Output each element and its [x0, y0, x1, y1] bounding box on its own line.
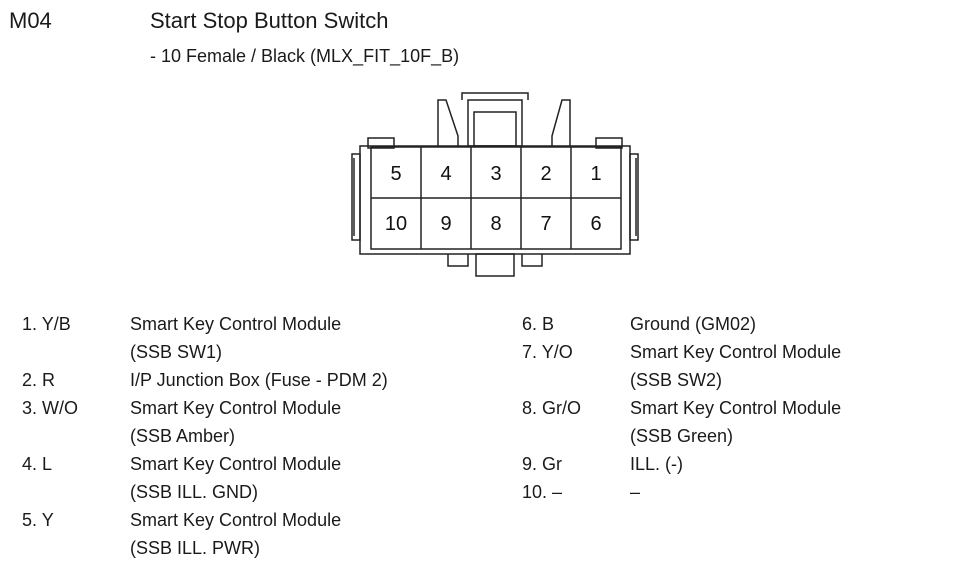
connector-code: M04	[9, 8, 52, 33]
pin-row: 10. – –	[522, 478, 841, 506]
connector-outline	[351, 92, 639, 277]
pin-label: 5	[390, 163, 401, 185]
pin-row: 4. L Smart Key Control Module (SSB ILL. …	[22, 450, 388, 506]
pin-row: 6. B Ground (GM02)	[522, 310, 841, 338]
pin-description: Smart Key Control Module (SSB Green)	[630, 398, 842, 446]
pin-id: 4. L	[22, 454, 53, 474]
pin-list-right: 6. B Ground (GM02) 7. Y/O Smart Key Cont…	[522, 310, 841, 506]
pin-label: 9	[440, 213, 451, 235]
pin-description: Smart Key Control Module (SSB SW1)	[130, 314, 342, 362]
pin-row: 5. Y Smart Key Control Module (SSB ILL. …	[22, 506, 388, 562]
pin-row: 8. Gr/O Smart Key Control Module (SSB Gr…	[522, 394, 841, 450]
pin-grid-bottom: 10 9 8 7 6	[385, 213, 602, 235]
pin-id: 9. Gr	[522, 454, 563, 474]
pin-description: Smart Key Control Module (SSB ILL. GND)	[130, 454, 342, 502]
pin-grid-top: 5 4 3 2 1	[390, 163, 601, 185]
pin-description: Smart Key Control Module (SSB SW2)	[630, 342, 842, 390]
pin-id: 6. B	[522, 314, 555, 334]
pin-description: –	[630, 482, 641, 502]
pin-label: 8	[490, 213, 501, 235]
pin-label: 3	[490, 163, 501, 185]
pin-row: 1. Y/B Smart Key Control Module (SSB SW1…	[22, 310, 388, 366]
pin-id: 10. –	[522, 482, 563, 502]
pin-label: 6	[590, 213, 601, 235]
pin-id: 7. Y/O	[522, 342, 573, 362]
pin-description: ILL. (-)	[630, 454, 684, 474]
pin-description: I/P Junction Box (Fuse - PDM 2)	[130, 370, 388, 390]
pin-row: 2. R I/P Junction Box (Fuse - PDM 2)	[22, 366, 388, 394]
pin-label: 4	[440, 163, 451, 185]
pin-id: 1. Y/B	[22, 314, 71, 334]
pin-label: 10	[385, 213, 407, 235]
pin-description: Smart Key Control Module (SSB Amber)	[130, 398, 342, 446]
pin-row: 7. Y/O Smart Key Control Module (SSB SW2…	[522, 338, 841, 394]
connector-subtitle: - 10 Female / Black (MLX_FIT_10F_B)	[150, 46, 460, 66]
pin-row: 9. Gr ILL. (-)	[522, 450, 841, 478]
pin-row: 3. W/O Smart Key Control Module (SSB Amb…	[22, 394, 388, 450]
pin-label: 7	[540, 213, 551, 235]
pin-id: 8. Gr/O	[522, 398, 582, 418]
pin-id: 2. R	[22, 370, 56, 390]
pin-list-left: 1. Y/B Smart Key Control Module (SSB SW1…	[22, 310, 388, 562]
pin-label: 1	[590, 163, 601, 185]
pin-label: 2	[540, 163, 551, 185]
connector-diagram: 5 4 3 2 1 10 9 8 7 6	[351, 92, 639, 277]
page-title: Start Stop Button Switch	[150, 8, 389, 33]
pin-description: Smart Key Control Module (SSB ILL. PWR)	[130, 510, 342, 558]
pin-description: Ground (GM02)	[630, 314, 757, 334]
pin-id: 5. Y	[22, 510, 54, 530]
pin-id: 3. W/O	[22, 398, 79, 418]
